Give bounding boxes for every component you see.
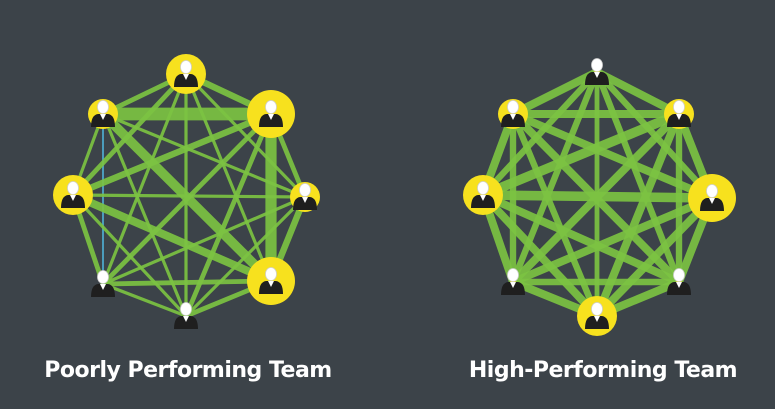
poorly-performing-team-caption: Poorly Performing Team xyxy=(44,358,332,383)
connection-line xyxy=(102,282,187,318)
team-member-node-lower-left xyxy=(501,268,525,295)
high-performing-team-caption: High-Performing Team xyxy=(468,358,738,383)
team-member-node-left xyxy=(53,175,93,215)
team-member-node-upper-left xyxy=(498,99,528,129)
person-icon xyxy=(700,184,724,211)
team-members xyxy=(463,58,736,336)
team-member-node-upper-left xyxy=(88,99,118,129)
connection-line xyxy=(511,68,599,118)
team-member-node-lower-right xyxy=(247,257,295,305)
connection-line xyxy=(71,191,273,285)
connection-line xyxy=(102,278,272,287)
person-icon xyxy=(174,302,198,329)
edges xyxy=(70,71,308,319)
connection-line xyxy=(184,72,307,199)
connection-line xyxy=(482,190,713,203)
person-icon xyxy=(91,100,115,127)
person-icon xyxy=(259,100,283,127)
high-performing-team-network xyxy=(463,58,736,336)
team-member-node-top xyxy=(585,58,609,85)
person-icon xyxy=(293,183,317,210)
connection-line xyxy=(511,110,714,202)
team-member-node-top xyxy=(166,54,206,94)
person-icon xyxy=(174,60,198,87)
team-member-node-bottom xyxy=(174,302,198,329)
connection-line xyxy=(481,109,681,200)
poorly-performing-team-network xyxy=(53,54,320,329)
person-icon xyxy=(259,267,283,294)
person-icon xyxy=(61,181,85,208)
team-member-node-lower-left xyxy=(91,270,115,297)
team-member-node-left xyxy=(463,175,503,215)
person-icon xyxy=(501,100,525,127)
connection-line xyxy=(511,194,714,286)
team-member-node-upper-right xyxy=(247,90,295,138)
connection-line xyxy=(593,112,683,318)
connection-line xyxy=(71,111,273,198)
person-icon xyxy=(501,268,525,295)
connection-line xyxy=(480,192,600,319)
connection-line xyxy=(510,112,600,318)
person-icon xyxy=(471,181,495,208)
connection-line xyxy=(481,191,681,286)
connection-line xyxy=(595,68,681,118)
connection-line xyxy=(480,69,600,198)
team-members xyxy=(53,54,320,329)
team-member-node-right xyxy=(290,182,320,212)
person-icon xyxy=(667,100,691,127)
team-member-node-lower-right xyxy=(667,268,691,295)
person-icon xyxy=(667,268,691,295)
team-member-node-upper-right xyxy=(664,99,694,129)
person-icon xyxy=(91,270,115,297)
person-icon xyxy=(585,58,609,85)
team-member-node-right xyxy=(688,174,736,222)
connection-line xyxy=(99,110,275,285)
person-icon xyxy=(585,302,609,329)
team-member-node-bottom xyxy=(577,296,617,336)
